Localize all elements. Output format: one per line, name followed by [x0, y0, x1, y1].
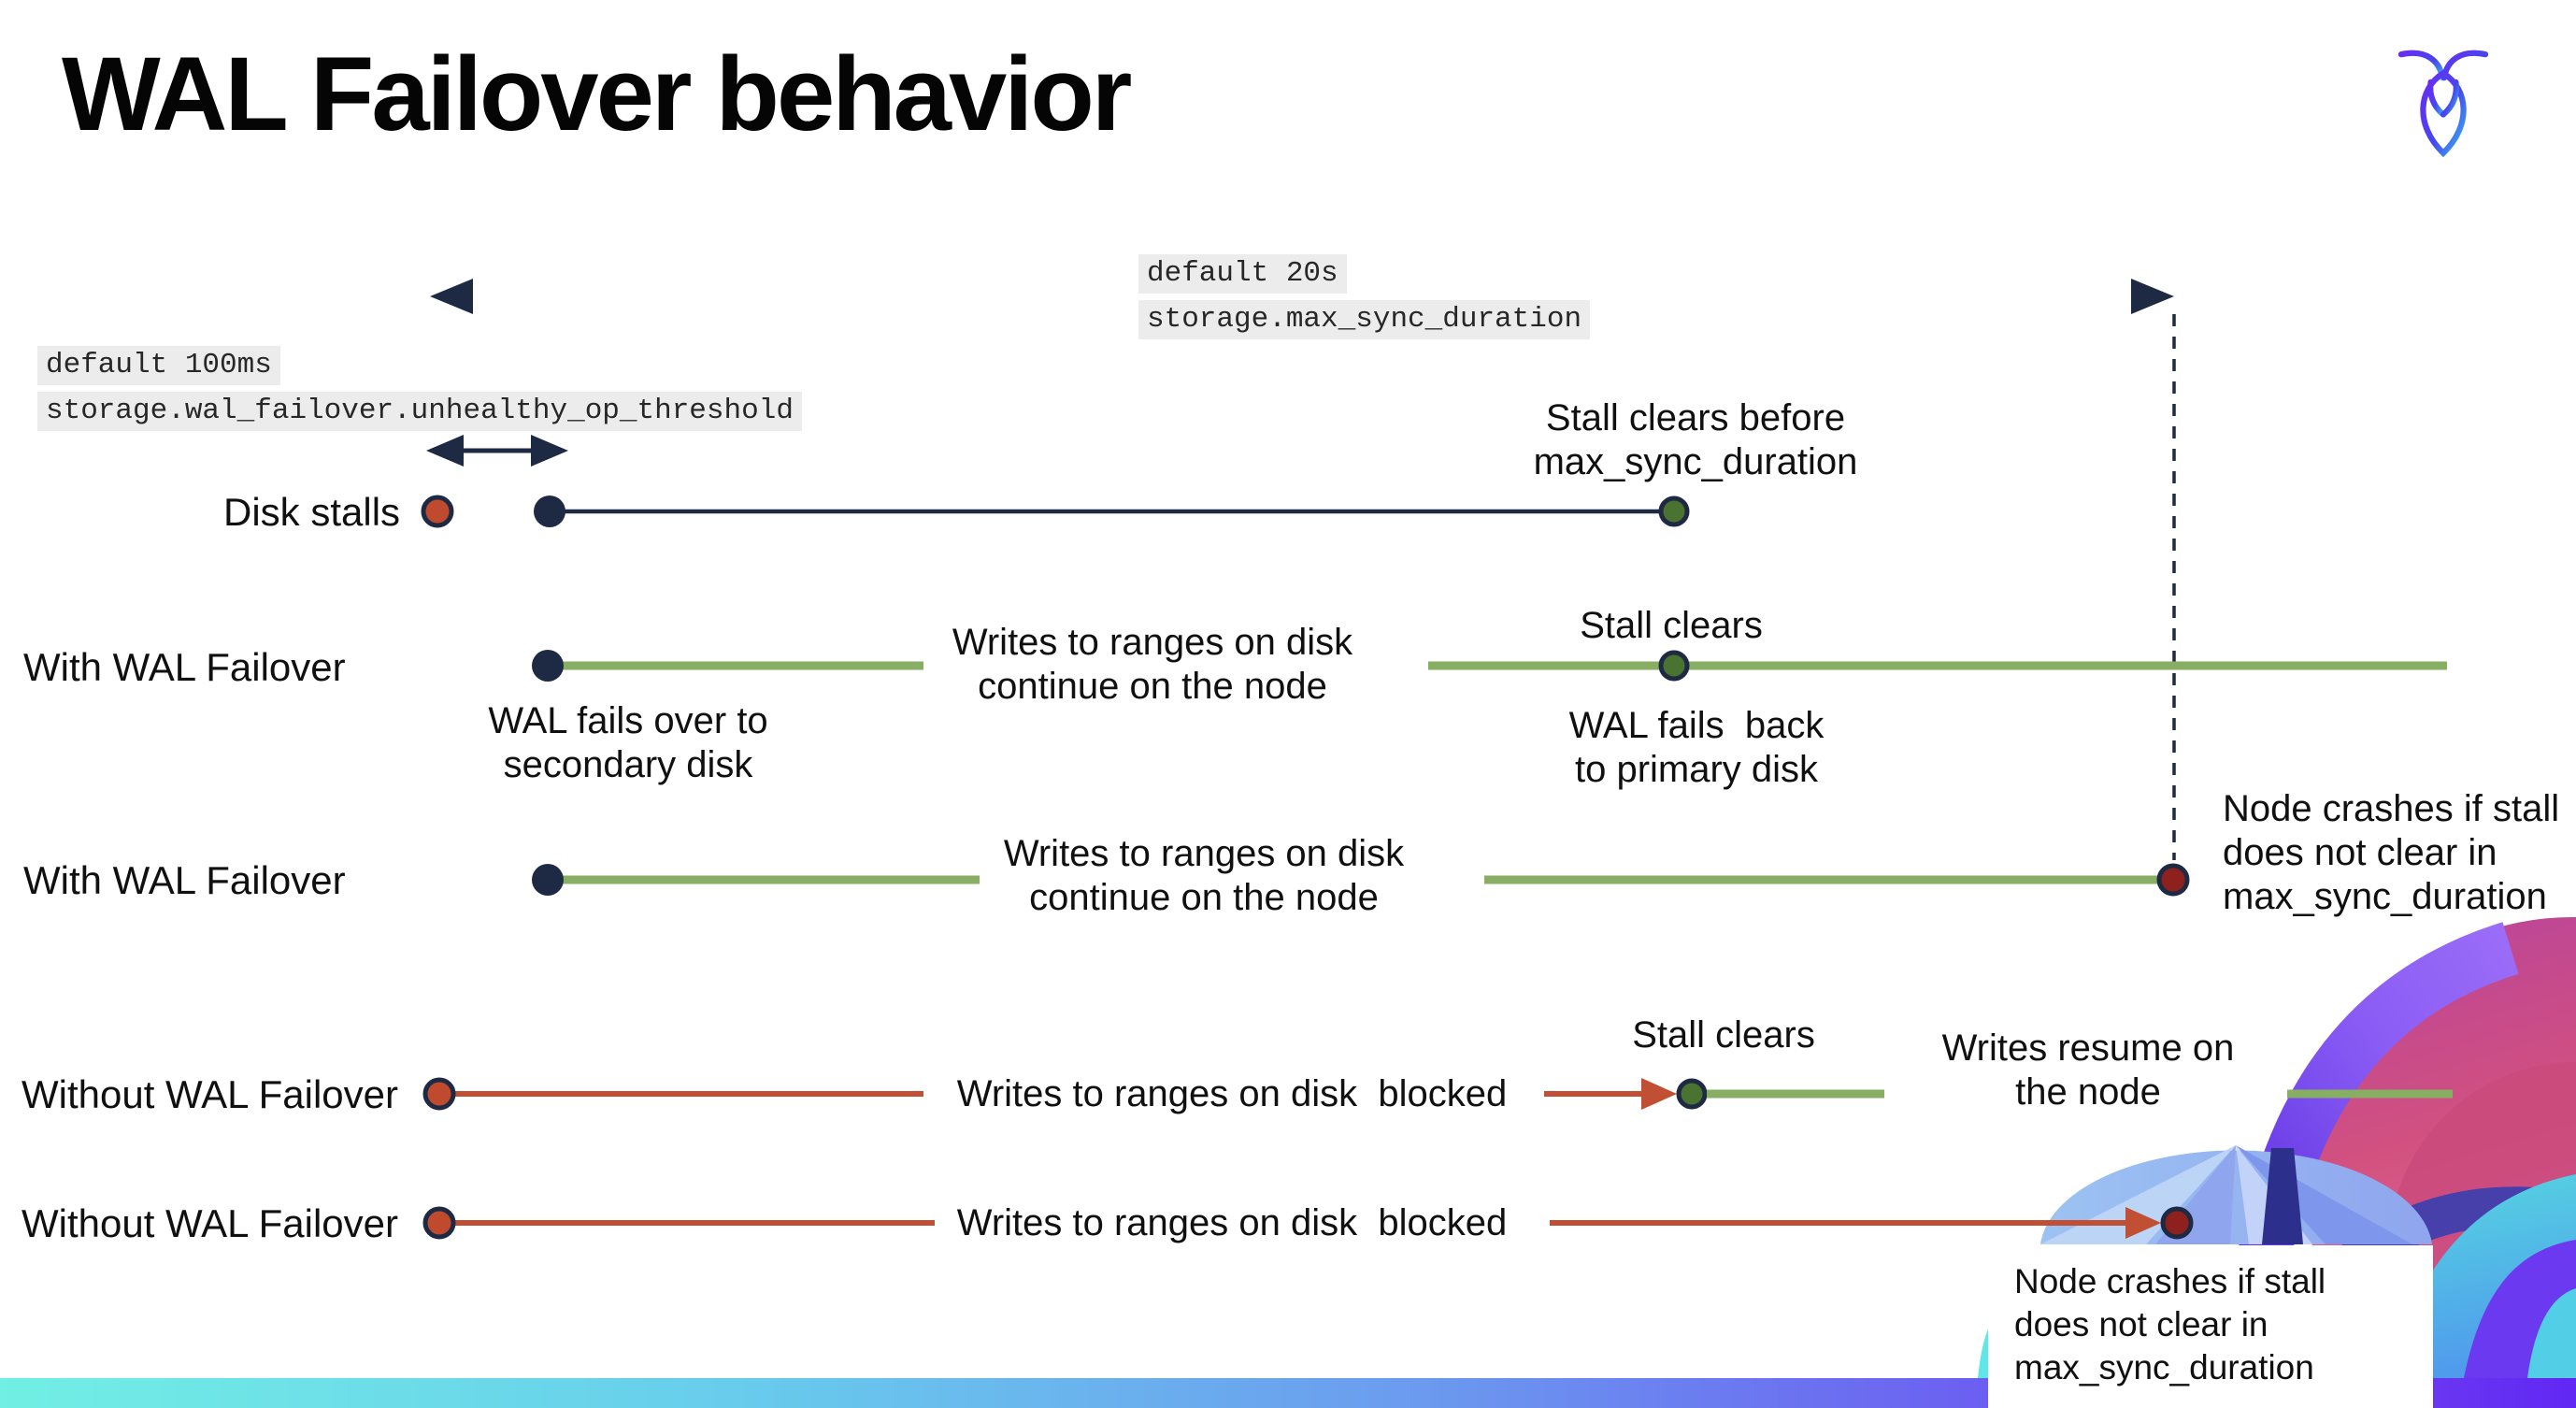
node-crashes-label: Node crashes if stall does not clear in …: [2223, 788, 2560, 917]
art-cyan-leaf-small: [2527, 1288, 2576, 1378]
logo-antenna-left: [2398, 50, 2446, 81]
stall-clears-label: Stall clears: [1632, 1014, 1815, 1056]
row-label-without-wal-failover-2: Without WAL Failover: [21, 1201, 398, 1245]
setting-default-value: default 100ms: [37, 346, 280, 385]
arrowhead-right: [2131, 279, 2174, 314]
threshold-dot: [534, 496, 565, 527]
node-crash-dot: [2156, 863, 2190, 897]
node-crashes-label: Node crashes if stall does not clear in …: [2014, 1262, 2326, 1386]
wal-fails-back-label: WAL fails back to primary disk: [1568, 705, 1825, 790]
writes-blocked-label: Writes to ranges on disk blocked: [956, 1073, 1508, 1114]
writes-blocked-label: Writes to ranges on disk blocked: [956, 1202, 1508, 1243]
stall-clears-dot: [1658, 650, 1690, 682]
logo-wing-right: [2440, 79, 2459, 118]
unhealthy-op-threshold-annotation: default 100ms storage.wal_failover.unhea…: [37, 346, 802, 438]
arrowhead-left: [426, 435, 464, 467]
row-label-with-wal-failover-1: With WAL Failover: [23, 645, 346, 689]
stall-start-dot: [422, 1077, 456, 1111]
cockroachdb-logo: [2398, 50, 2488, 158]
logo-wing-left: [2427, 79, 2447, 118]
writes-continue-label: Writes to ranges on disk continue on the…: [952, 622, 1353, 707]
failover-dot: [532, 864, 564, 896]
arrowhead-right: [1641, 1078, 1677, 1110]
arrowhead-right: [2125, 1207, 2161, 1239]
failover-dot: [532, 650, 564, 682]
setting-name: storage.max_sync_duration: [1138, 300, 1591, 339]
art-dome-stem: [2262, 1148, 2303, 1244]
brand-art-decoration: [1978, 917, 2576, 1378]
writes-continue-label: Writes to ranges on disk continue on the…: [1003, 833, 1405, 918]
stall-clears-dot: [1658, 496, 1690, 527]
setting-default-value: default 20s: [1138, 254, 1347, 294]
stall-start-dot: [421, 495, 454, 528]
art-dome-petal: [2040, 1145, 2236, 1244]
stall-start-dot: [422, 1206, 456, 1240]
max-sync-duration-annotation: default 20s storage.max_sync_duration: [1138, 254, 1591, 346]
row-label-disk-stalls: Disk stalls: [223, 490, 401, 534]
writes-resume-label: Writes resume on the node: [1941, 1027, 2235, 1113]
setting-name: storage.wal_failover.unhealthy_op_thresh…: [37, 392, 802, 431]
stall-clears-dot: [1676, 1078, 1708, 1110]
node-crashes-callout-box: Node crashes if stall does not clear in …: [1988, 1245, 2433, 1408]
row-label-with-wal-failover-2: With WAL Failover: [23, 858, 346, 902]
arrowhead-right: [531, 435, 568, 467]
wal-fails-over-label: WAL fails over to secondary disk: [488, 700, 768, 785]
arrowhead-left: [430, 279, 473, 314]
row-label-without-wal-failover-1: Without WAL Failover: [21, 1072, 398, 1116]
page-title: WAL Failover behavior: [62, 36, 1132, 152]
stall-clears-before-label: Stall clears before max_sync_duration: [1533, 397, 1858, 482]
node-crash-dot: [2160, 1206, 2194, 1240]
stall-clears-label: Stall clears: [1580, 605, 1763, 646]
logo-antenna-right: [2440, 50, 2488, 81]
